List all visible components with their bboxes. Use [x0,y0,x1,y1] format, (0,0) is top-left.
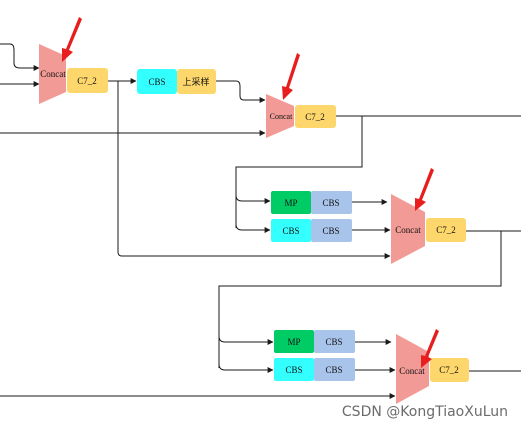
concat-label-4: Concat [399,366,425,376]
c7-block-2: C7_2 [295,105,336,128]
c7-block-3: C7_2 [426,218,466,242]
cbs-label-blue-2: CBS [322,226,339,236]
concat-trapezoid-3 [391,194,425,264]
mp-block-1: MP [271,191,311,214]
c7-label-3: C7_2 [436,225,456,235]
concat-label-2: Concat [270,112,293,121]
mp-label-1: MP [284,198,297,208]
cbs-block-blue-2: CBS [311,219,352,242]
edge-loop-to-mp1 [235,194,271,204]
cbs-label-blue-1: CBS [322,198,339,208]
concat-block-1: Concat [39,44,66,104]
cbs-block-blue-3: CBS [314,330,355,353]
concat-trapezoid-2 [266,94,294,138]
red-pointer-arrows [62,17,439,368]
concat-block-2: Concat [266,94,294,138]
cbs-block-cyan-1: CBS [271,219,311,242]
cbs-block-cyan-top: CBS [137,69,177,94]
cbs-label-blue-4: CBS [325,365,342,375]
red-arrow-2-icon [282,53,300,100]
edge-loop-to-cbs-cyan2 [218,363,274,373]
connectors [0,43,521,399]
edge-in-top-to-concat1 [0,43,40,71]
cbs-block-cyan-2: CBS [274,358,314,381]
upsample-block: 上采样 [177,69,216,94]
edge-loop-to-cbs-cyan1 [235,223,271,233]
concat-trapezoid-4 [396,334,429,404]
c7-label-2: C7_2 [305,112,325,122]
mp-block-2: MP [274,330,314,353]
cbs-block-blue-4: CBS [314,358,355,381]
red-arrow-1-icon [62,17,82,62]
concat-label-1: Concat [40,69,66,79]
concat-block-4: Concat [396,334,429,404]
c7-block-4: C7_2 [430,358,469,382]
upsample-label: 上采样 [182,76,209,88]
edge-c73-loop-down [218,231,502,368]
edge-loop-to-mp2 [218,335,274,345]
concat-trapezoid-1 [39,44,66,104]
red-arrow-4-icon [421,329,439,368]
concat-label-3: Concat [395,225,421,235]
cbs-label-cyan-1: CBS [282,226,299,236]
cbs-block-blue-1: CBS [311,191,352,214]
mp-label-2: MP [287,337,300,347]
c7-label-1: C7_2 [77,76,97,86]
concat-block-3: Concat [391,194,425,264]
c7-block-1: C7_2 [67,68,108,93]
edge-c71-down-to-concat3 [117,81,391,259]
cbs-label-cyan-2: CBS [285,365,302,375]
red-arrow-3-icon [415,168,434,211]
cbs-label-top: CBS [148,77,165,87]
c7-label-4: C7_2 [439,365,459,375]
cbs-label-blue-3: CBS [325,337,342,347]
edge-upsample-to-concat2 [216,80,266,103]
csdn-watermark: CSDN @KongTiaoXuLun [342,404,508,420]
